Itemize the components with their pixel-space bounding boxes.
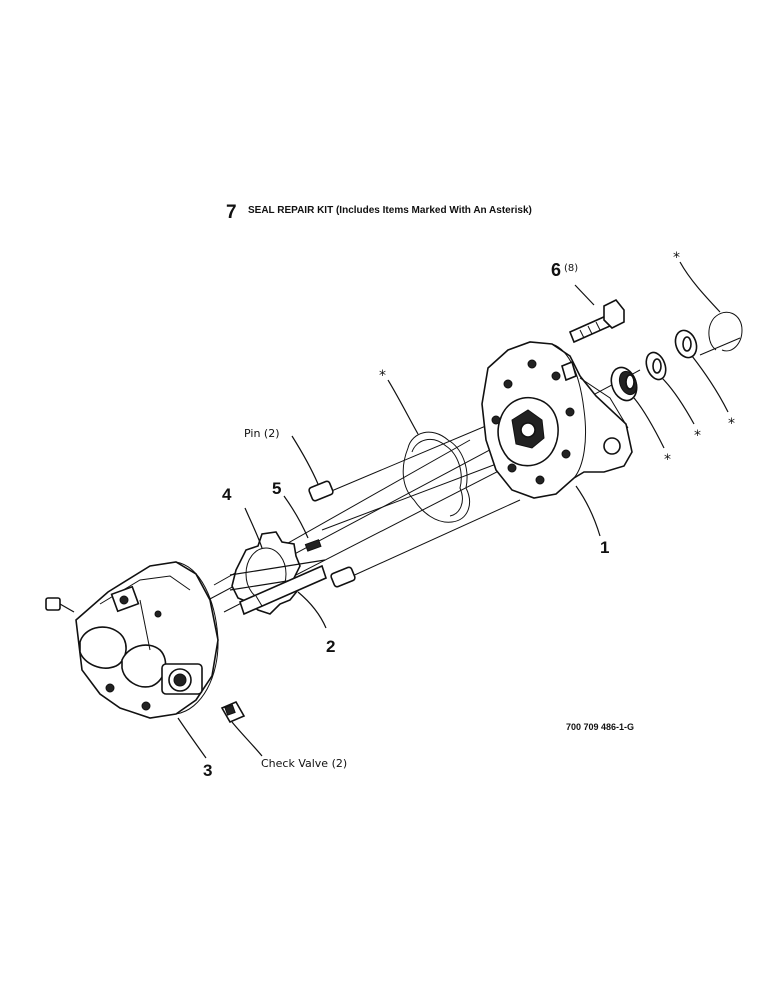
callout-3: 3: [203, 761, 212, 780]
kit-title: SEAL REPAIR KIT (Includes Items Marked W…: [248, 205, 532, 216]
callout-check-valve: Check Valve (2): [261, 757, 347, 770]
shaft-key: [304, 539, 322, 552]
callout-1: 1: [600, 538, 609, 557]
pump-rear-housing: [481, 341, 633, 499]
asterisk-spacer: *: [728, 416, 735, 432]
asterisk-seal: *: [664, 452, 671, 468]
callout-6-quantity: (8): [564, 263, 578, 274]
idler-shaft: [239, 564, 327, 616]
callout-6: 6: [551, 260, 561, 280]
seal-washer: [645, 351, 667, 381]
callout-pin: Pin (2): [244, 427, 280, 440]
cap-screw: [568, 298, 625, 344]
housing-screw: [45, 597, 75, 613]
dowel-pins: [308, 480, 356, 588]
asterisk-o-ring: *: [379, 368, 386, 384]
pump-front-housing: [75, 561, 219, 719]
spacer-ring: [674, 329, 698, 359]
leader-lines: [177, 261, 729, 759]
callout-4: 4: [222, 485, 232, 504]
asterisk-retaining-ring: *: [673, 250, 680, 266]
retaining-ring: [708, 311, 743, 352]
o-ring-gasket: [402, 431, 470, 523]
callout-2: 2: [326, 637, 335, 656]
check-valve-plug: [220, 700, 246, 724]
reference-code: 700 709 486-1-G: [566, 722, 634, 732]
asterisk-washer: *: [694, 428, 701, 444]
shaft-seal: [610, 366, 638, 402]
kit-number: 7: [226, 202, 237, 223]
callout-5: 5: [272, 479, 281, 498]
